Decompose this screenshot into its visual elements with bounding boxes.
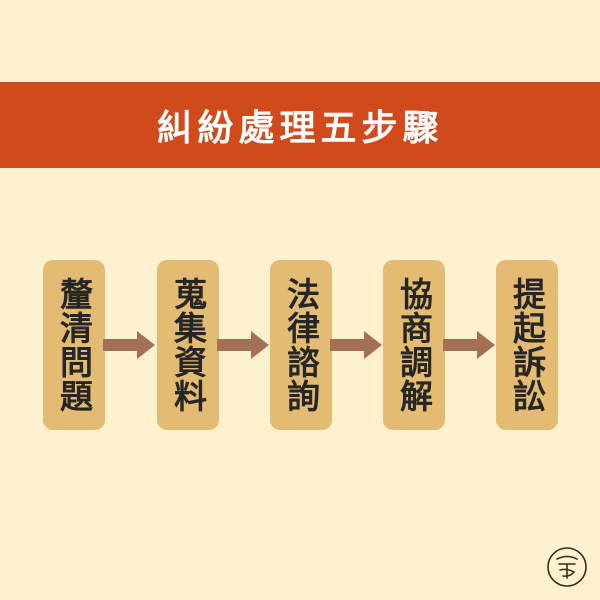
arrow-right-icon — [443, 331, 495, 359]
arrow-right-icon — [103, 331, 155, 359]
step-4-label: 協商調解 — [394, 277, 434, 413]
step-2-label: 蒐集資料 — [168, 277, 208, 413]
title-banner: 糾紛處理五步驟 — [0, 82, 600, 168]
step-5-label: 提起訴訟 — [507, 277, 547, 413]
arrow-right-icon — [217, 331, 269, 359]
step-2-box: 蒐集資料 — [157, 260, 219, 430]
step-3-label: 法律諮詢 — [281, 277, 321, 413]
step-1-box: 釐清問題 — [43, 260, 105, 430]
step-3-box: 法律諮詢 — [270, 260, 332, 430]
step-5-box: 提起訴訟 — [496, 260, 558, 430]
page-title: 糾紛處理五步驟 — [156, 108, 444, 149]
step-4-box: 協商調解 — [383, 260, 445, 430]
brand-logo-icon — [547, 547, 587, 587]
step-1-label: 釐清問題 — [54, 277, 94, 413]
arrow-right-icon — [330, 331, 382, 359]
